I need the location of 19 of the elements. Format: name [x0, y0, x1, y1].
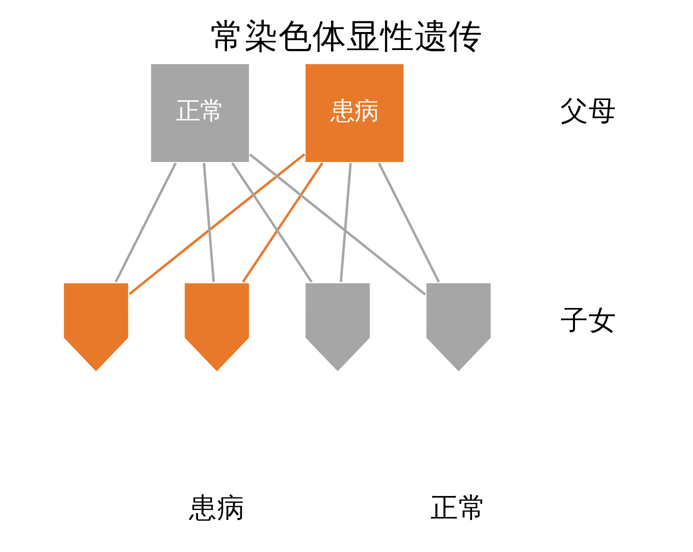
connector: [231, 162, 313, 283]
connector: [378, 162, 440, 283]
label: 正常: [430, 492, 487, 524]
node-box: 患病: [304, 62, 405, 164]
connector: [114, 162, 177, 283]
node-person: [424, 282, 492, 374]
label: 子女: [560, 304, 617, 336]
node-person: [183, 282, 251, 374]
node-box: 正常: [150, 62, 250, 164]
label: 父母: [560, 94, 617, 127]
node-person: [304, 282, 372, 374]
node-person: [62, 282, 130, 374]
connector: [128, 153, 306, 296]
connector: [242, 162, 324, 283]
diagram-title: 常染色体显性遗传: [210, 16, 482, 56]
label: 患病: [188, 492, 245, 524]
connector: [340, 162, 352, 282]
connector: [202, 162, 215, 282]
connector: [249, 153, 426, 296]
